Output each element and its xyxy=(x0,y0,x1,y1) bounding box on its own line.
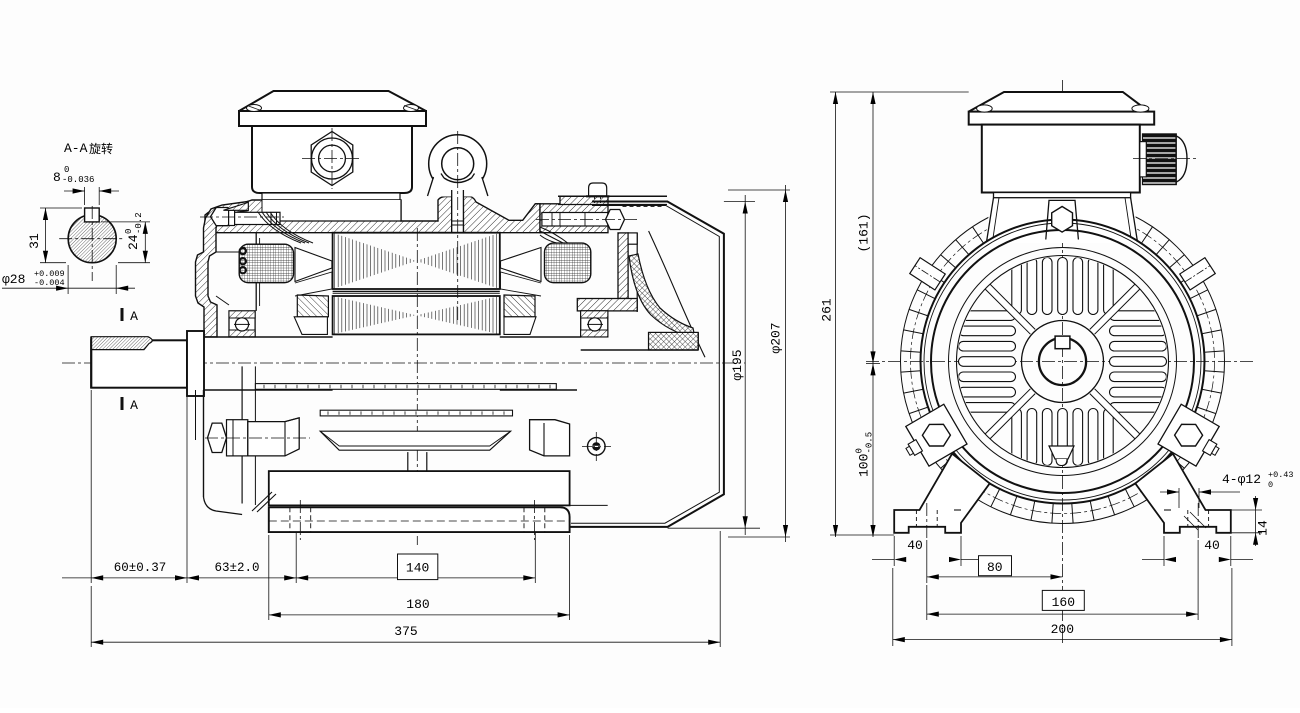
svg-text:140: 140 xyxy=(406,561,429,576)
svg-text:40: 40 xyxy=(907,538,923,553)
svg-text:261: 261 xyxy=(820,298,835,322)
svg-text:80: 80 xyxy=(987,560,1003,575)
svg-text:160: 160 xyxy=(1052,595,1075,610)
svg-text:31: 31 xyxy=(27,233,42,249)
svg-text:+0.009: +0.009 xyxy=(34,269,65,279)
svg-text:200: 200 xyxy=(1051,622,1074,637)
svg-text:180: 180 xyxy=(406,597,429,612)
svg-text:0: 0 xyxy=(1268,480,1273,490)
svg-text:旋转: 旋转 xyxy=(89,141,113,157)
svg-text:375: 375 xyxy=(394,624,417,639)
svg-text:40: 40 xyxy=(1204,538,1220,553)
svg-text:60±0.37: 60±0.37 xyxy=(114,561,167,575)
svg-text:(161): (161) xyxy=(857,213,872,252)
svg-text:-0.004: -0.004 xyxy=(34,278,65,288)
svg-text:φ28: φ28 xyxy=(2,272,25,287)
svg-text:-0.2: -0.2 xyxy=(134,212,144,234)
svg-text:+0.43: +0.43 xyxy=(1268,470,1294,480)
svg-text:A: A xyxy=(130,309,138,324)
svg-text:0: 0 xyxy=(64,165,69,175)
svg-text:φ207: φ207 xyxy=(769,322,784,353)
svg-text:14: 14 xyxy=(1256,520,1271,536)
svg-text:4-φ12: 4-φ12 xyxy=(1222,472,1261,487)
svg-text:63±2.0: 63±2.0 xyxy=(214,561,259,575)
svg-text:-0.036: -0.036 xyxy=(62,175,94,185)
svg-text:0: 0 xyxy=(124,229,134,234)
svg-text:24: 24 xyxy=(126,234,141,250)
svg-text:0: 0 xyxy=(855,448,865,453)
svg-text:-0.5: -0.5 xyxy=(865,432,875,454)
svg-text:A: A xyxy=(130,398,138,413)
svg-text:8: 8 xyxy=(53,170,61,185)
svg-text:A-A: A-A xyxy=(64,141,88,156)
svg-text:φ195: φ195 xyxy=(730,349,745,380)
svg-text:100: 100 xyxy=(857,454,872,477)
